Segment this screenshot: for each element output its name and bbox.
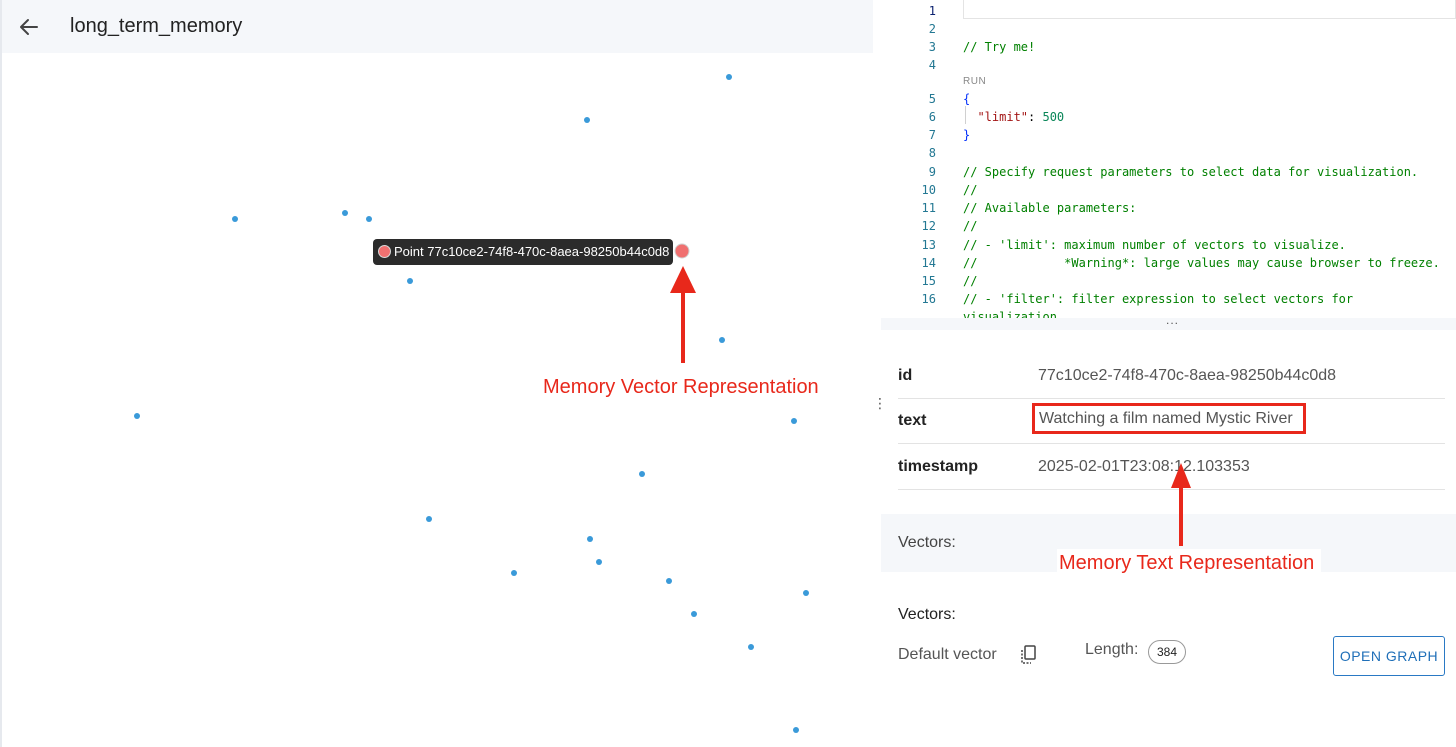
annotation-vector-label: Memory Vector Representation xyxy=(543,376,819,398)
data-point[interactable] xyxy=(719,337,725,343)
payload-row-text: text Watching a film named Mystic River xyxy=(898,398,1445,444)
code-line: visualization. xyxy=(963,310,1065,320)
line-number: 11 xyxy=(921,201,936,215)
data-point[interactable] xyxy=(587,536,593,542)
code-line: // Try me! xyxy=(963,40,1036,54)
line-number: 16 xyxy=(921,292,936,306)
length-label: Length: xyxy=(1085,641,1139,658)
page-title: long_term_memory xyxy=(70,15,243,37)
line-number: 9 xyxy=(928,165,936,179)
annotation-text-label: Memory Text Representation xyxy=(1059,552,1315,574)
data-point[interactable] xyxy=(639,471,645,477)
line-number: 8 xyxy=(928,146,936,160)
data-point[interactable] xyxy=(134,413,140,419)
open-graph-button[interactable]: OPEN GRAPH xyxy=(1333,636,1445,676)
payload-row-id: id 77c10ce2-74f8-470c-8aea-98250b44c0d8 xyxy=(898,353,1445,399)
annotation-arrow-vector xyxy=(670,266,696,363)
arrow-left-icon[interactable] xyxy=(16,14,42,40)
data-point[interactable] xyxy=(803,590,809,596)
line-number: 13 xyxy=(921,238,936,252)
line-number: 2 xyxy=(928,22,936,36)
code-line: // Specify request parameters to select … xyxy=(963,165,1419,179)
annotation-arrow-text xyxy=(1171,463,1191,546)
selected-point[interactable] xyxy=(674,243,690,259)
data-point[interactable] xyxy=(726,74,732,80)
split-bar[interactable] xyxy=(881,318,1456,330)
line-number: 4 xyxy=(928,58,936,72)
length-chip: 384 xyxy=(1148,640,1186,664)
line-number: 15 xyxy=(921,274,936,288)
data-point[interactable] xyxy=(511,570,517,576)
graph-panel: long_term_memory xyxy=(0,0,873,747)
payload-key: timestamp xyxy=(898,458,979,475)
limit-colon: : xyxy=(1028,110,1043,124)
data-point[interactable] xyxy=(748,644,754,650)
line-number: 1 xyxy=(928,4,936,18)
data-point[interactable] xyxy=(366,216,372,222)
code-line-limit: "limit": 500 xyxy=(963,110,1064,124)
tooltip-text: Point 77c10ce2-74f8-470c-8aea-98250b44c0… xyxy=(394,244,670,259)
code-line: } xyxy=(963,128,971,142)
run-codelens[interactable]: RUN xyxy=(963,76,987,87)
scatter-plot[interactable] xyxy=(2,53,873,747)
data-point[interactable] xyxy=(691,611,697,617)
code-line: // *Warning*: large values may cause bro… xyxy=(963,256,1440,270)
indent-guide xyxy=(965,106,966,124)
data-point[interactable] xyxy=(666,578,672,584)
line-number: 14 xyxy=(921,256,936,270)
line-number: 12 xyxy=(921,219,936,233)
data-point[interactable] xyxy=(791,418,797,424)
copy-icon[interactable] xyxy=(1019,645,1037,665)
data-point[interactable] xyxy=(584,117,590,123)
line-number: 6 xyxy=(928,110,936,124)
code-line: // xyxy=(963,219,978,233)
tooltip-color-dot xyxy=(378,245,391,258)
data-point[interactable] xyxy=(426,516,432,522)
payload-value: Watching a film named Mystic River xyxy=(1039,410,1293,427)
code-line: // xyxy=(963,183,978,197)
code-line: { xyxy=(963,92,971,106)
data-point[interactable] xyxy=(342,210,348,216)
line-number: 5 xyxy=(928,92,936,106)
code-line: // Available parameters: xyxy=(963,201,1137,215)
code-line: // xyxy=(963,274,978,288)
line-number: 7 xyxy=(928,128,936,142)
line-number: 3 xyxy=(928,40,936,54)
limit-key: "limit" xyxy=(977,110,1029,124)
points xyxy=(134,74,809,733)
payload-key: text xyxy=(898,412,927,429)
default-vector-label: Default vector xyxy=(898,646,997,663)
point-tooltip: Point 77c10ce2-74f8-470c-8aea-98250b44c0… xyxy=(373,239,673,265)
annotation-label-bg xyxy=(1057,549,1321,577)
top-bar: long_term_memory xyxy=(2,0,873,53)
vectors-section-header: Vectors: xyxy=(881,514,1456,572)
split-handle-dots[interactable]: ... xyxy=(1166,313,1180,327)
vectors-band-label: Vectors: xyxy=(898,534,956,551)
payload-row-timestamp: timestamp 2025-02-01T23:08:12.103353 xyxy=(898,444,1445,490)
text-highlight-box: Watching a film named Mystic River xyxy=(1032,403,1306,434)
payload-value: 2025-02-01T23:08:12.103353 xyxy=(1038,458,1250,475)
data-point[interactable] xyxy=(793,727,799,733)
data-point[interactable] xyxy=(232,216,238,222)
vectors-heading: Vectors: xyxy=(898,606,956,623)
code-line: // - 'filter': filter expression to sele… xyxy=(963,292,1354,306)
payload-key: id xyxy=(898,367,913,384)
limit-value: 500 xyxy=(1042,110,1065,124)
payload-value: 77c10ce2-74f8-470c-8aea-98250b44c0d8 xyxy=(1038,367,1337,384)
line-number: 10 xyxy=(921,183,936,197)
data-point[interactable] xyxy=(596,559,602,565)
code-line: // - 'limit': maximum number of vectors … xyxy=(963,238,1346,252)
current-line-highlight xyxy=(963,0,1456,19)
data-point[interactable] xyxy=(407,278,413,284)
